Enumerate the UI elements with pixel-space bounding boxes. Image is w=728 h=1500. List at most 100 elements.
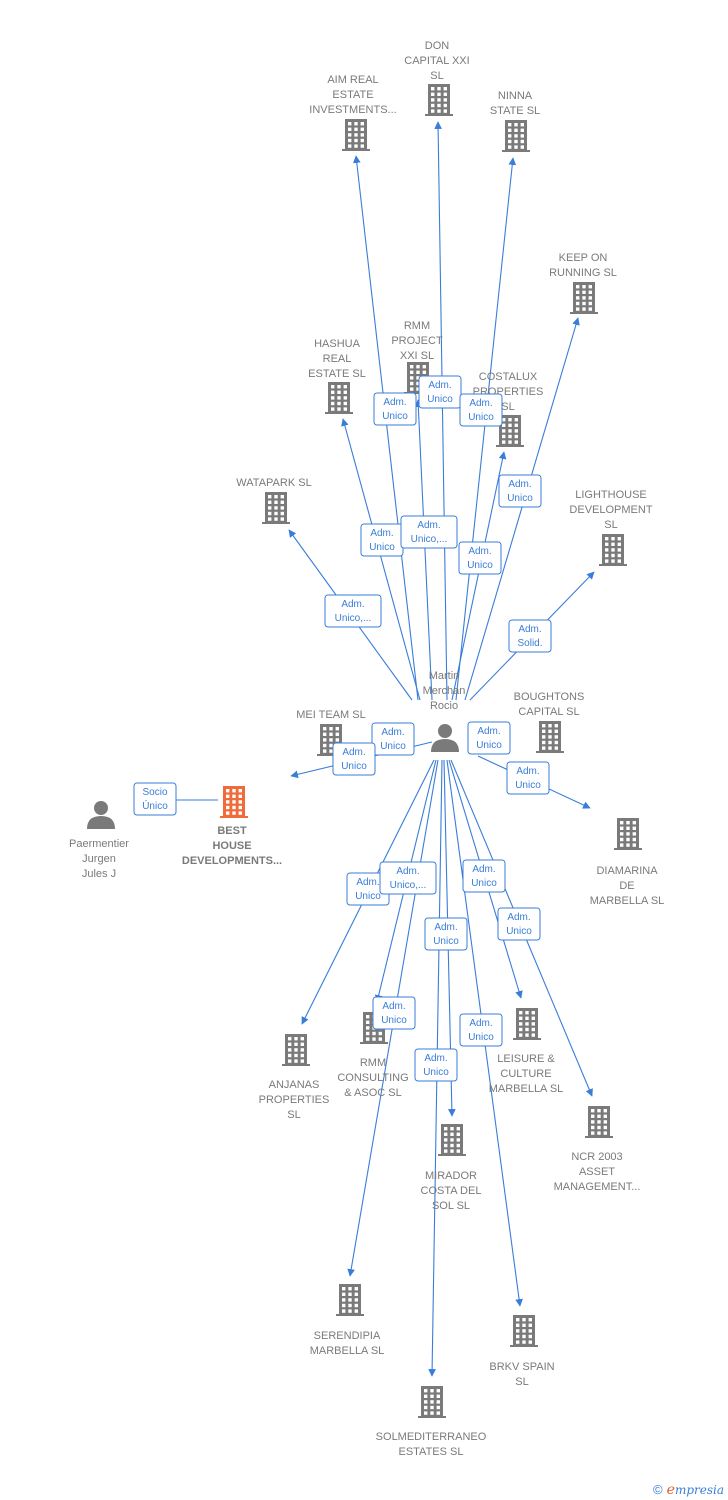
empresia-credit: ©empresia	[653, 1482, 724, 1498]
company-aim-label-line: ESTATE	[332, 89, 373, 101]
relation-text: Unico	[381, 1015, 407, 1026]
relation-badge-r_keep[interactable]: Adm.Unico	[498, 474, 542, 508]
relation-badge-r_aim[interactable]: Adm.Unico	[360, 523, 404, 557]
company-leisure-label-line: CULTURE	[500, 1068, 551, 1080]
company-leisure-icon[interactable]	[513, 1008, 541, 1040]
relation-badge-r_rmmproject[interactable]: Adm.Unico	[418, 375, 462, 409]
company-diamarina-label-line: DIAMARINA	[596, 865, 658, 877]
company-keep-label-line: KEEP ON	[559, 252, 608, 264]
relation-text: Adm.	[356, 877, 379, 888]
relation-text: Adm.	[381, 727, 404, 738]
company-ninna-icon[interactable]	[502, 120, 530, 152]
relation-text: Unico,...	[335, 613, 372, 624]
relation-text: Unico	[380, 741, 406, 752]
other-person-label-line: Jules J	[82, 868, 116, 880]
company-lighthouse-label-line: DEVELOPMENT	[569, 504, 652, 516]
company-boughtons-label-line: BOUGHTONS	[514, 691, 585, 703]
relation-text: Unico	[467, 560, 493, 571]
relation-badge-r_diamarina[interactable]: Adm.Unico	[506, 761, 550, 795]
relation-badge-r_serendipia[interactable]: Adm.Unico,...	[379, 861, 437, 895]
relation-badge-r_rmmconsulting[interactable]: Adm. Unico	[372, 996, 416, 1030]
relation-badge-r_costalux[interactable]: Adm.Unico	[459, 393, 503, 427]
company-rmmproject-label-line: PROJECT	[391, 335, 443, 347]
edge-to-aim	[352, 155, 419, 701]
relation-text: Adm.	[472, 864, 495, 875]
relation-badge-r_lighthouse[interactable]: Adm. Solid.	[508, 619, 552, 653]
company-rmmconsulting-label-line: & ASOC SL	[344, 1087, 401, 1099]
company-lighthouse-label-line: LIGHTHOUSE	[575, 489, 647, 501]
relation-badge-r_leisure[interactable]: Adm.Unico	[462, 859, 506, 893]
relation-text: Unico	[468, 1032, 494, 1043]
relation-text: Socio	[142, 787, 167, 798]
company-don-icon[interactable]	[425, 84, 453, 116]
relation-text: Adm.	[370, 528, 393, 539]
relation-badge-r_brkv[interactable]: Adm. Unico	[459, 1013, 503, 1047]
relation-badge-r_mirador[interactable]: Adm.Unico	[424, 917, 468, 951]
relation-text: Solid.	[517, 638, 542, 649]
company-mirador-icon[interactable]	[438, 1124, 466, 1156]
company-diamarina-icon[interactable]	[614, 818, 642, 850]
brand-name: mpresia	[674, 1483, 724, 1497]
relation-badge-r_best[interactable]: Adm.Unico	[332, 742, 376, 776]
relation-text: Unico	[382, 411, 408, 422]
company-hashua-icon[interactable]	[325, 382, 353, 414]
company-watapark-icon[interactable]	[262, 492, 290, 524]
company-boughtons-icon[interactable]	[536, 721, 564, 753]
company-brkv-icon[interactable]	[510, 1315, 538, 1347]
company-serendipia-icon[interactable]	[336, 1284, 364, 1316]
company-aim-label-line: INVESTMENTS...	[309, 104, 396, 116]
brand-first-letter: e	[666, 1482, 675, 1498]
relation-badge-r_ncr[interactable]: Adm.Unico	[497, 907, 541, 941]
company-costalux-icon[interactable]	[496, 415, 524, 447]
company-rmmproject-label-line: XXI SL	[400, 350, 434, 362]
company-rmmproject-label-line: RMM	[404, 320, 430, 332]
relation-badge-r_ninna[interactable]: Adm.Unico	[458, 541, 502, 575]
relation-text: Adm.	[518, 624, 541, 635]
relation-text: Unico	[423, 1067, 449, 1078]
company-aim-label-line: AIM REAL	[327, 74, 378, 86]
company-leisure-label-line: MARBELLA SL	[489, 1083, 564, 1095]
relation-text: Adm.	[469, 1018, 492, 1029]
focus-company-label-line: BEST	[217, 825, 247, 837]
company-solmed-icon[interactable]	[418, 1386, 446, 1418]
relation-text: Unico	[507, 493, 533, 504]
company-lighthouse-icon[interactable]	[599, 534, 627, 566]
company-aim-icon[interactable]	[342, 119, 370, 151]
center-person-icon[interactable]	[431, 724, 459, 752]
relation-text: Adm.	[507, 912, 530, 923]
relation-badge-r_meiteam[interactable]: Adm. Unico	[371, 722, 415, 756]
company-don-label-line: DON	[425, 40, 450, 52]
relation-text: Único	[142, 799, 168, 812]
company-ncr-label-line: NCR 2003	[571, 1151, 622, 1163]
company-ncr-icon[interactable]	[585, 1106, 613, 1138]
relation-text: Unico	[341, 761, 367, 772]
company-leisure-label-line: LEISURE &	[497, 1053, 555, 1065]
focus-company-building-icon[interactable]	[220, 786, 248, 818]
relation-badge-r_don[interactable]: Adm.Unico,...	[400, 515, 458, 549]
relation-badge-r_solmed[interactable]: Adm.Unico	[414, 1048, 458, 1082]
relation-text: Adm.	[382, 1001, 405, 1012]
company-anjanas-icon[interactable]	[282, 1034, 310, 1066]
relation-text: Adm.	[417, 520, 440, 531]
relation-text: Unico	[355, 891, 381, 902]
company-ninna-label-line: NINNA	[498, 90, 533, 102]
focus-company-label-line: HOUSE	[212, 840, 251, 852]
other-person-label-line: Jurgen	[82, 853, 116, 865]
relation-text: Unico	[427, 394, 453, 405]
relation-badge-r_hashua[interactable]: Adm.Unico	[373, 392, 417, 426]
relation-badge-r_watapark[interactable]: Adm.Unico,...	[324, 594, 382, 628]
company-watapark-label: WATAPARK SL	[236, 477, 311, 489]
company-keep-icon[interactable]	[570, 282, 598, 314]
relation-badge-r_boughtons[interactable]: Adm.Unico	[467, 721, 511, 755]
other-person-icon[interactable]	[87, 801, 115, 829]
